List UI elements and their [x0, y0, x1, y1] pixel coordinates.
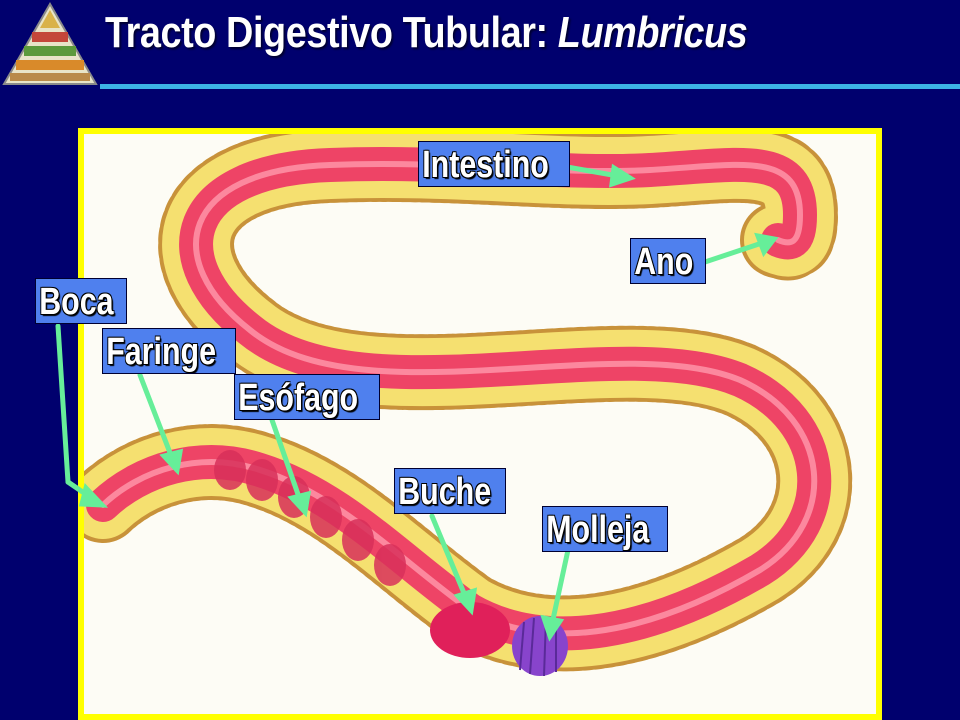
- title-underline: [100, 84, 960, 89]
- arrow-molleja: [549, 547, 571, 627]
- slide-header: Tracto Digestivo Tubular: Lumbricus: [0, 0, 960, 89]
- arrow-faringe: [137, 372, 175, 461]
- slide-title-genus: Lumbricus: [557, 8, 748, 57]
- label-ano: Ano: [630, 238, 706, 284]
- arrow-ano: [702, 240, 765, 265]
- label-boca: Boca: [35, 278, 127, 324]
- pointer-arrows: [55, 163, 779, 642]
- label-esofago: Esófago: [234, 374, 380, 420]
- arrow-buche: [429, 513, 469, 601]
- crop-bulge: [430, 602, 510, 658]
- esophagus-segments: [214, 450, 406, 586]
- label-faringe: Faringe: [102, 328, 236, 374]
- slide-title: Tracto Digestivo Tubular: Lumbricus: [105, 8, 748, 57]
- label-buche: Buche: [394, 468, 506, 514]
- label-molleja: Molleja: [542, 506, 668, 552]
- arrow-esofago: [269, 417, 303, 503]
- arrow-intestino: [564, 164, 621, 179]
- arrow-boca: [55, 323, 71, 485]
- label-intestino: Intestino: [418, 141, 570, 187]
- food-pyramid-logo-icon: [2, 1, 98, 85]
